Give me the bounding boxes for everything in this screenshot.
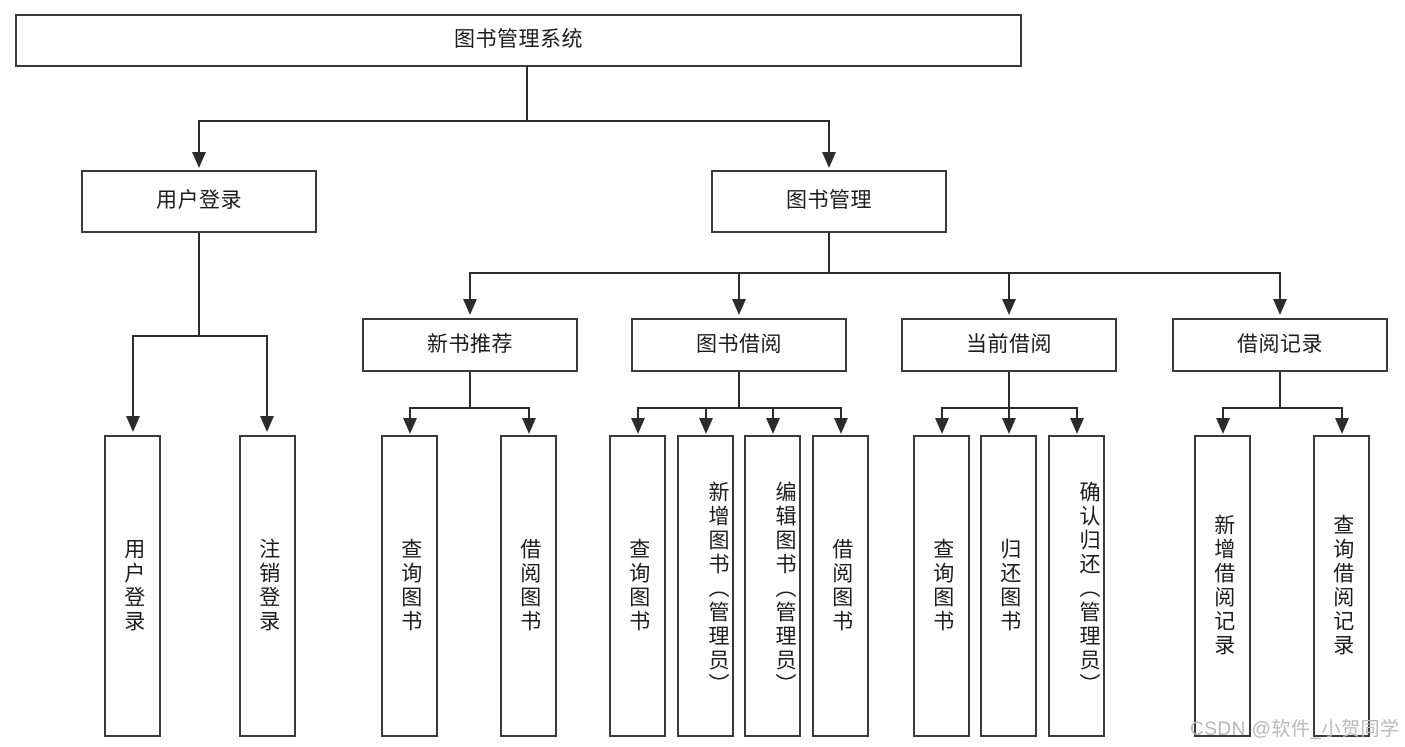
leaf-bb-query-book[interactable]: 查询图书 <box>609 435 666 737</box>
arrow-root-to-book-management <box>822 152 836 168</box>
arrow-nbr-to-leaf-2 <box>522 418 536 434</box>
connector-user-login-bus <box>132 335 266 337</box>
connector-bm-to-borrow-record <box>1279 272 1281 300</box>
arrow-br-to-leaf-2 <box>1335 418 1349 434</box>
connector-cb-to-leaf-1 <box>941 407 943 420</box>
leaf-nbr-borrow-book[interactable]: 借阅图书 <box>500 435 557 737</box>
node-root-book-management-system[interactable]: 图书管理系统 <box>15 14 1022 67</box>
node-label: 借阅记录 <box>1237 332 1323 356</box>
node-label: 用户登录 <box>121 538 145 634</box>
node-label: 用户登录 <box>156 189 242 213</box>
node-label: 图书管理系统 <box>454 28 583 52</box>
leaf-nbr-query-book[interactable]: 查询图书 <box>381 435 438 737</box>
connector-user-login-stem <box>198 233 200 336</box>
connector-br-to-leaf-1 <box>1222 407 1224 420</box>
node-label: 归还图书 <box>997 538 1021 634</box>
connector-cb-to-leaf-2 <box>1008 407 1010 420</box>
connector-cb-to-leaf-3 <box>1076 407 1078 420</box>
connector-bb-to-leaf-2 <box>705 407 707 420</box>
node-label: 新增借阅记录 <box>1211 514 1235 658</box>
connector-nbr-stem <box>469 372 471 408</box>
connector-nbr-to-leaf-1 <box>409 407 411 420</box>
arrow-bb-to-leaf-3 <box>766 418 780 434</box>
leaf-cb-return-book[interactable]: 归还图书 <box>980 435 1037 737</box>
node-label: 图书借阅 <box>696 332 782 356</box>
connector-root-to-user-login <box>198 120 200 153</box>
node-label: 查询图书 <box>626 538 650 634</box>
node-label: 注销登录 <box>256 538 280 634</box>
connector-bm-to-book-borrow <box>738 272 740 300</box>
node-label: 查询图书 <box>398 538 422 634</box>
leaf-cb-confirm-return-admin[interactable]: 确认归还（管理员） <box>1048 435 1105 737</box>
connector-user-login-to-leaf-2 <box>266 335 268 417</box>
node-book-management[interactable]: 图书管理 <box>711 170 947 233</box>
connector-br-to-leaf-2 <box>1341 407 1343 420</box>
leaf-bb-add-book-admin[interactable]: 新增图书（管理员） <box>677 435 734 737</box>
arrow-bm-to-book-borrow <box>732 299 746 315</box>
leaf-br-query-record[interactable]: 查询借阅记录 <box>1313 435 1370 737</box>
connector-br-stem <box>1279 372 1281 408</box>
node-new-book-recommend[interactable]: 新书推荐 <box>362 318 578 372</box>
connector-br-bus <box>1222 407 1342 409</box>
arrow-user-login-to-leaf-1 <box>126 416 140 432</box>
connector-cb-stem <box>1008 372 1010 408</box>
arrow-bm-to-new-book <box>463 299 477 315</box>
connector-nbr-to-leaf-2 <box>528 407 530 420</box>
node-label: 借阅图书 <box>829 538 853 634</box>
node-label: 借阅图书 <box>517 538 541 634</box>
connector-bb-to-leaf-4 <box>840 407 842 420</box>
connector-bb-to-leaf-1 <box>637 407 639 420</box>
connector-bb-to-leaf-3 <box>772 407 774 420</box>
arrow-br-to-leaf-1 <box>1216 418 1230 434</box>
leaf-user-login-login[interactable]: 用户登录 <box>104 435 161 737</box>
connector-book-management-stem <box>828 233 830 273</box>
connector-bm-to-current-borrow <box>1008 272 1010 300</box>
arrow-cb-to-leaf-2 <box>1002 418 1016 434</box>
connector-user-login-to-leaf-1 <box>132 335 134 417</box>
connector-root-bus <box>198 120 830 122</box>
node-label: 新增图书（管理员） <box>706 481 729 697</box>
arrow-bm-to-borrow-record <box>1273 299 1287 315</box>
connector-bm-to-new-book <box>469 272 471 300</box>
connector-root-to-book-management <box>828 120 830 153</box>
arrow-bm-to-current-borrow <box>1002 299 1016 315</box>
connector-bb-stem <box>738 372 740 408</box>
node-current-borrow[interactable]: 当前借阅 <box>901 318 1117 372</box>
arrow-root-to-user-login <box>192 152 206 168</box>
leaf-br-add-record[interactable]: 新增借阅记录 <box>1194 435 1251 737</box>
connector-nbr-bus <box>409 407 529 409</box>
leaf-bb-edit-book-admin[interactable]: 编辑图书（管理员） <box>744 435 801 737</box>
arrow-bb-to-leaf-4 <box>834 418 848 434</box>
arrow-bb-to-leaf-2 <box>699 418 713 434</box>
node-label: 查询图书 <box>930 538 954 634</box>
leaf-bb-borrow-book[interactable]: 借阅图书 <box>812 435 869 737</box>
node-label: 编辑图书（管理员） <box>773 481 796 697</box>
connector-bb-bus <box>637 407 841 409</box>
node-borrow-record[interactable]: 借阅记录 <box>1172 318 1388 372</box>
node-user-login[interactable]: 用户登录 <box>81 170 317 233</box>
arrow-cb-to-leaf-3 <box>1070 418 1084 434</box>
connector-book-management-bus <box>469 272 1281 274</box>
arrow-nbr-to-leaf-1 <box>403 418 417 434</box>
leaf-cb-query-book[interactable]: 查询图书 <box>913 435 970 737</box>
arrow-user-login-to-leaf-2 <box>260 416 274 432</box>
node-label: 新书推荐 <box>427 332 513 356</box>
node-label: 图书管理 <box>786 189 872 213</box>
node-label: 当前借阅 <box>966 332 1052 356</box>
node-label: 查询借阅记录 <box>1330 514 1354 658</box>
node-label: 确认归还（管理员） <box>1077 481 1100 697</box>
arrow-cb-to-leaf-1 <box>935 418 949 434</box>
leaf-user-login-logout[interactable]: 注销登录 <box>239 435 296 737</box>
arrow-bb-to-leaf-1 <box>631 418 645 434</box>
node-book-borrow[interactable]: 图书借阅 <box>631 318 847 372</box>
connector-root-stem <box>526 66 528 121</box>
